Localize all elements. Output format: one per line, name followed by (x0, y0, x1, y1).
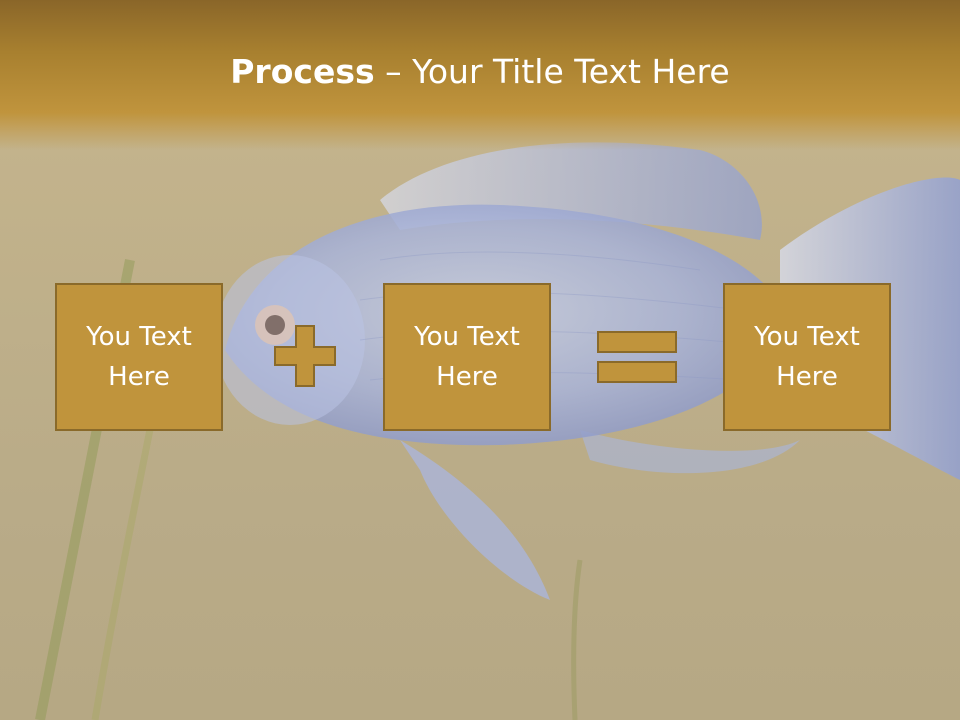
slide-title: Process – Your Title Text Here (0, 52, 960, 91)
process-box-3[interactable]: You Text Here (723, 283, 891, 431)
title-bold: Process (230, 52, 375, 91)
process-box-1-text: You Text Here (86, 322, 192, 392)
process-box-3-text: You Text Here (754, 322, 860, 392)
title-bar (0, 0, 960, 150)
plus-icon (274, 325, 336, 387)
process-box-2-text: You Text Here (414, 322, 520, 392)
equals-icon (597, 331, 677, 383)
process-box-1[interactable]: You Text Here (55, 283, 223, 431)
process-box-2[interactable]: You Text Here (383, 283, 551, 431)
title-rest: – Your Title Text Here (374, 52, 730, 91)
